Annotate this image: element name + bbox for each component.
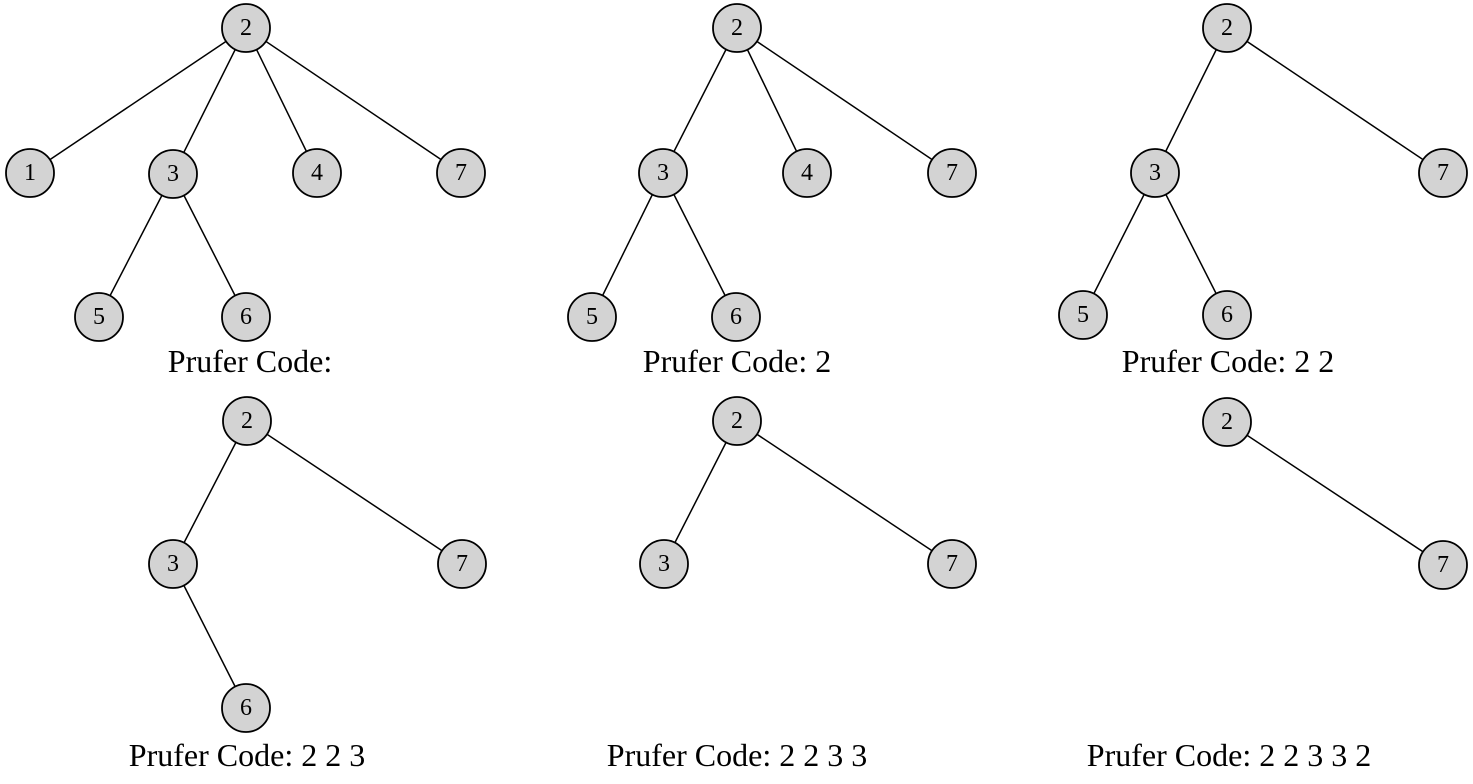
tree-edge <box>98 173 174 318</box>
tree-edge <box>172 420 248 565</box>
tree-panel-step-0: 2 1 3 4 7 5 6 Prufer Code: <box>5 3 486 379</box>
edge-group <box>1226 421 1444 566</box>
tree-node-label: 6 <box>240 304 252 330</box>
tree-edge <box>736 420 953 565</box>
tree-node-circle <box>927 148 977 198</box>
tree-node-label: 3 <box>657 160 669 186</box>
panel-caption: Prufer Code: <box>168 343 332 379</box>
tree-node-label: 1 <box>24 160 36 186</box>
tree-edge <box>29 27 247 174</box>
tree-node-label: 3 <box>1149 160 1161 186</box>
tree-node-circle <box>1130 148 1180 198</box>
tree-node-label: 2 <box>1221 409 1233 435</box>
tree-node-circle <box>638 148 688 198</box>
node-group: 27 <box>1202 397 1468 590</box>
tree-edge <box>1082 172 1156 316</box>
tree-panel-step-2: 2 3 7 5 6 Prufer Code: 2 2 <box>1058 3 1468 379</box>
tree-node-circle <box>148 539 198 589</box>
tree-node-label: 2 <box>240 15 252 41</box>
tree-node-label: 2 <box>731 408 743 434</box>
tree-node-circle <box>711 292 761 342</box>
tree-node-label: 2 <box>731 15 743 41</box>
tree-node-label: 7 <box>946 160 958 186</box>
tree-edge <box>591 172 664 318</box>
node-group: 2 3 4 7 5 6 <box>567 3 977 342</box>
tree-node-label: 4 <box>801 160 813 186</box>
tree-node-label: 2 <box>241 408 253 434</box>
tree-node-label: 3 <box>167 551 179 577</box>
tree-node-label: 4 <box>311 160 323 186</box>
tree-edge <box>1226 421 1444 566</box>
panel-caption: Prufer Code: 2 2 3 3 2 <box>1087 737 1371 773</box>
tree-node-circle <box>639 539 689 589</box>
tree-node-circle <box>1058 290 1108 340</box>
tree-node-circle <box>1418 148 1468 198</box>
tree-node-label: 7 <box>455 160 467 186</box>
tree-edge <box>172 27 247 175</box>
tree-node-circle <box>221 683 271 733</box>
tree-node-circle <box>1202 397 1252 447</box>
tree-node-label: 6 <box>1221 302 1233 328</box>
edge-group <box>591 27 953 318</box>
tree-node-label: 5 <box>586 304 598 330</box>
panel-caption: Prufer Code: 2 2 3 3 <box>607 737 867 773</box>
edge-group <box>172 420 463 709</box>
edge-group <box>1082 27 1444 316</box>
tree-edge <box>172 563 247 709</box>
tree-edge <box>245 27 318 174</box>
tree-node-circle <box>782 148 832 198</box>
tree-node-label: 6 <box>240 695 252 721</box>
tree-edge <box>1154 27 1228 174</box>
tree-node-label: 3 <box>658 551 670 577</box>
tree-node-circle <box>567 292 617 342</box>
tree-node-circle <box>148 149 198 199</box>
tree-edge <box>662 27 738 174</box>
tree-node-label: 5 <box>1077 302 1089 328</box>
tree-edge <box>662 172 737 318</box>
tree-node-circle <box>5 148 55 198</box>
node-group: 2 3 7 <box>639 396 977 589</box>
tree-edge <box>1154 172 1228 316</box>
node-group: 2 3 7 5 6 <box>1058 3 1468 340</box>
tree-node-circle <box>712 3 762 53</box>
edge-group <box>663 420 953 565</box>
tree-node-label: 7 <box>1437 160 1449 186</box>
panel-caption: Prufer Code: 2 <box>643 343 831 379</box>
edge-group <box>29 27 462 318</box>
tree-node-circle <box>222 396 272 446</box>
panel-caption: Prufer Code: 2 2 <box>1122 343 1334 379</box>
tree-node-circle <box>927 539 977 589</box>
tree-node-label: 3 <box>167 161 179 187</box>
tree-node-label: 6 <box>730 304 742 330</box>
tree-node-label: 7 <box>1437 552 1449 578</box>
tree-panel-step-4: 2 3 7 Prufer Code: 2 2 3 3 <box>607 396 977 773</box>
tree-node-label: 7 <box>946 551 958 577</box>
node-group: 2 1 3 4 7 5 6 <box>5 3 486 342</box>
tree-node-label: 2 <box>1221 15 1233 41</box>
tree-node-circle <box>221 292 271 342</box>
tree-edge <box>1226 27 1444 174</box>
tree-node-circle <box>221 3 271 53</box>
node-group: 2 3 7 6 <box>148 396 487 733</box>
tree-panel-step-3: 2 3 7 6 Prufer Code: 2 2 3 <box>129 396 487 773</box>
tree-node-circle <box>1418 540 1468 590</box>
tree-node-circle <box>1202 290 1252 340</box>
tree-edge <box>736 27 953 174</box>
tree-edge <box>663 420 738 565</box>
tree-edge <box>172 173 247 318</box>
tree-panel-step-1: 2 3 4 7 5 6 Prufer Code: 2 <box>567 3 977 379</box>
tree-node-circle <box>437 539 487 589</box>
tree-node-circle <box>1202 3 1252 53</box>
tree-node-label: 5 <box>93 304 105 330</box>
tree-edge <box>246 420 463 565</box>
tree-edge <box>736 27 808 174</box>
tree-node-circle <box>712 396 762 446</box>
tree-node-circle <box>74 292 124 342</box>
tree-edge <box>245 27 462 174</box>
tree-node-circle <box>292 148 342 198</box>
tree-node-label: 7 <box>456 551 468 577</box>
panel-caption: Prufer Code: 2 2 3 <box>129 737 365 773</box>
tree-panel-step-5: 27 Prufer Code: 2 2 3 3 2 <box>1087 397 1468 773</box>
tree-node-circle <box>436 148 486 198</box>
